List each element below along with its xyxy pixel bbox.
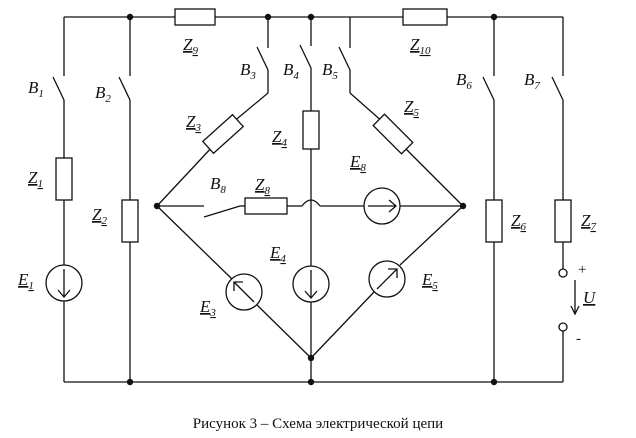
source-e1 bbox=[45, 264, 83, 302]
switch-b4-blade bbox=[299, 44, 312, 69]
label-e4: E4 bbox=[269, 243, 286, 265]
terminal-plus bbox=[558, 268, 568, 278]
label-z3: Z3 bbox=[186, 112, 201, 134]
switch-b5-blade bbox=[338, 46, 351, 71]
source-e8 bbox=[363, 187, 401, 225]
label-b2: B2 bbox=[95, 83, 111, 105]
impedance-z9 bbox=[174, 8, 216, 26]
label-b8: B8 bbox=[210, 174, 226, 196]
label-z7: Z7 bbox=[581, 211, 596, 233]
impedance-z8 bbox=[244, 197, 288, 215]
switch-b1-blade bbox=[52, 76, 65, 101]
component-labels: Z9 Z10 Z1 Z2 Z3 Z4 Z5 Z6 Z7 Z8 E1 E3 E4 … bbox=[17, 35, 597, 347]
label-b6: B6 bbox=[456, 70, 472, 92]
switch-b7-blade bbox=[551, 76, 564, 101]
label-e3: E3 bbox=[199, 297, 216, 319]
label-z1: Z1 bbox=[28, 168, 43, 190]
label-z4: Z4 bbox=[272, 127, 287, 149]
impedance-z5 bbox=[372, 113, 414, 155]
wires bbox=[63, 16, 564, 383]
label-b5: B5 bbox=[322, 60, 338, 82]
impedance-z3 bbox=[201, 113, 245, 155]
switch-b2-blade bbox=[118, 76, 131, 101]
label-b3: B3 bbox=[240, 60, 256, 82]
impedance-z6 bbox=[485, 199, 503, 243]
label-e5: E5 bbox=[421, 270, 438, 292]
source-e3 bbox=[225, 273, 263, 311]
switch-b8-blade bbox=[203, 205, 241, 218]
terminals bbox=[558, 268, 580, 332]
label-z2: Z2 bbox=[92, 205, 107, 227]
label-b7: B7 bbox=[524, 70, 540, 92]
impedance-z2 bbox=[121, 199, 139, 243]
label-b1: B1 bbox=[28, 78, 44, 100]
label-z5: Z5 bbox=[404, 97, 419, 119]
terminal-minus bbox=[558, 322, 568, 332]
impedance-z7 bbox=[554, 199, 572, 243]
label-b4: B4 bbox=[283, 60, 299, 82]
label-e8: E8 bbox=[349, 152, 366, 174]
switch-b3-blade bbox=[256, 46, 269, 71]
label-z6: Z6 bbox=[511, 211, 526, 233]
sources bbox=[45, 187, 406, 311]
switches bbox=[52, 44, 564, 218]
figure-caption: Рисунок 3 – Схема электрической цепи bbox=[193, 416, 443, 432]
label-z9: Z9 bbox=[183, 35, 198, 57]
impedance-z4 bbox=[302, 110, 320, 150]
source-e4 bbox=[292, 265, 330, 303]
source-e5 bbox=[368, 260, 406, 298]
nodes bbox=[126, 13, 498, 386]
label-z10: Z10 bbox=[410, 35, 431, 57]
switch-b6-blade bbox=[482, 76, 495, 101]
label-plus: + bbox=[578, 262, 586, 278]
label-z8: Z8 bbox=[255, 175, 270, 197]
impedance-z10 bbox=[402, 8, 448, 26]
label-minus: - bbox=[576, 331, 581, 347]
impedances bbox=[55, 8, 572, 243]
impedance-z1 bbox=[55, 157, 73, 201]
label-u: U bbox=[583, 288, 597, 307]
label-e1: E1 bbox=[17, 270, 34, 292]
